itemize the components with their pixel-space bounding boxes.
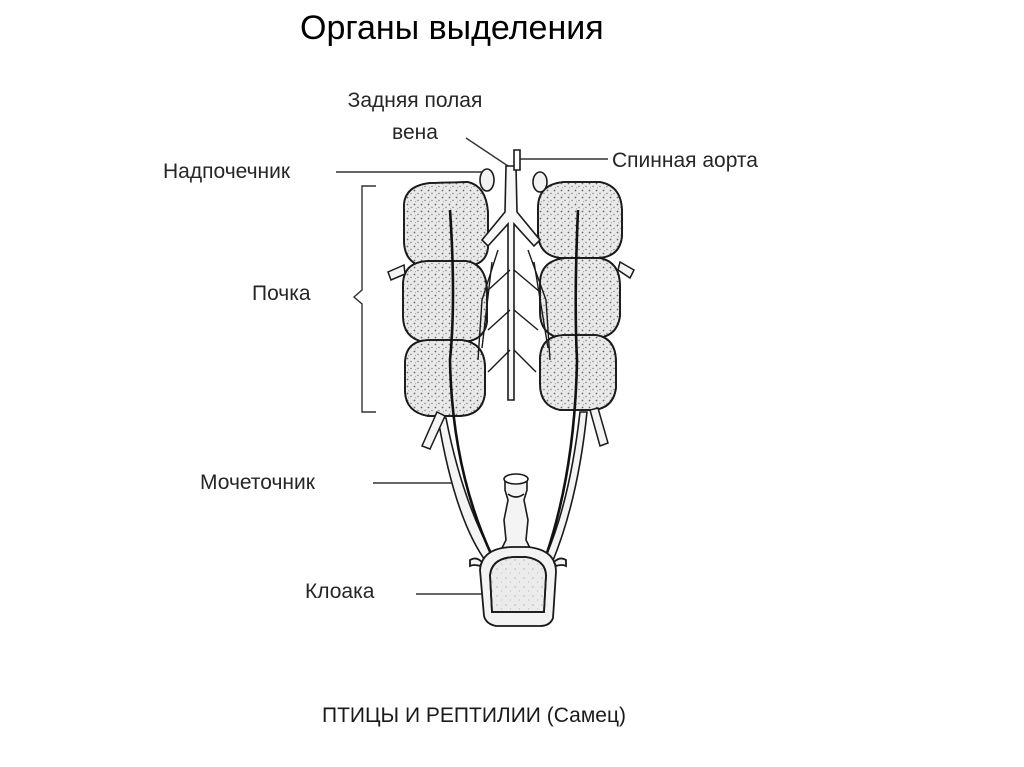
slide-title: Органы выделения (300, 9, 604, 47)
leader-line-vena (465, 137, 509, 167)
branch-veins (477, 249, 551, 373)
left-adrenal-gland (479, 168, 495, 192)
caption-main: ПТИЦЫ И РЕПТИЛИИ (322, 704, 541, 727)
ureter-sheath (437, 411, 588, 564)
label-adrenal-gland: Надпочечник (163, 160, 291, 183)
diagram-caption: ПТИЦЫ И РЕПТИЛИИ (Самец) (322, 703, 626, 729)
caption-sub: (Самец) (546, 704, 626, 727)
kidney-bracket (352, 185, 376, 413)
right-adrenal-gland (532, 171, 548, 193)
central-vessels (480, 149, 542, 401)
ureters (448, 209, 580, 557)
right-kidney (537, 181, 623, 411)
right-ureter (544, 209, 580, 557)
adrenal-glands (479, 168, 548, 193)
spinal-aorta (513, 149, 521, 171)
label-kidney: Почка (252, 282, 311, 305)
label-posterior-vena-cava: Задняя полая (347, 89, 483, 112)
left-ureter (448, 209, 494, 557)
label-dorsal-aorta: Спинная аорта (612, 149, 758, 172)
cloaca (469, 546, 567, 627)
lateral-vessels (387, 260, 635, 450)
vena-cava (480, 165, 542, 401)
label-cloaca: Клоака (305, 580, 375, 603)
label-ureter: Мочеточник (200, 471, 315, 494)
leader-lines (336, 137, 608, 595)
label-posterior-vena-cava-line-2: вена (392, 121, 438, 144)
rectum (498, 473, 534, 553)
left-kidney (402, 181, 489, 417)
